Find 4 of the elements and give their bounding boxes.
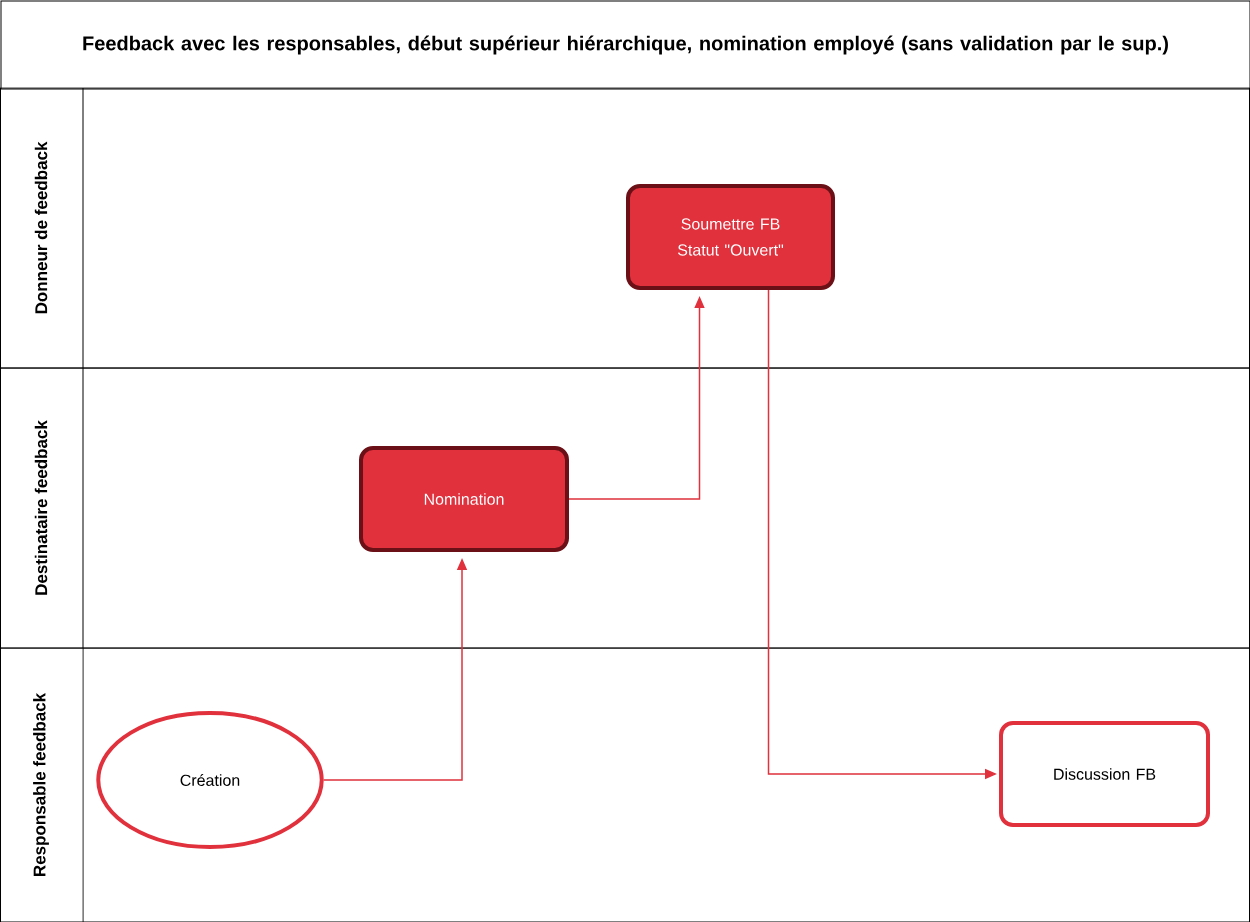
process-box: Soumettre FB Statut "Ouvert" [626, 184, 835, 290]
process-box: Discussion FB [999, 721, 1210, 827]
title-box: Feedback avec les responsables, début supérieur hiérarchique, nomination employé (sans validation par le sup.) [0, 0, 1250, 90]
process-box: Nomination [359, 446, 569, 552]
